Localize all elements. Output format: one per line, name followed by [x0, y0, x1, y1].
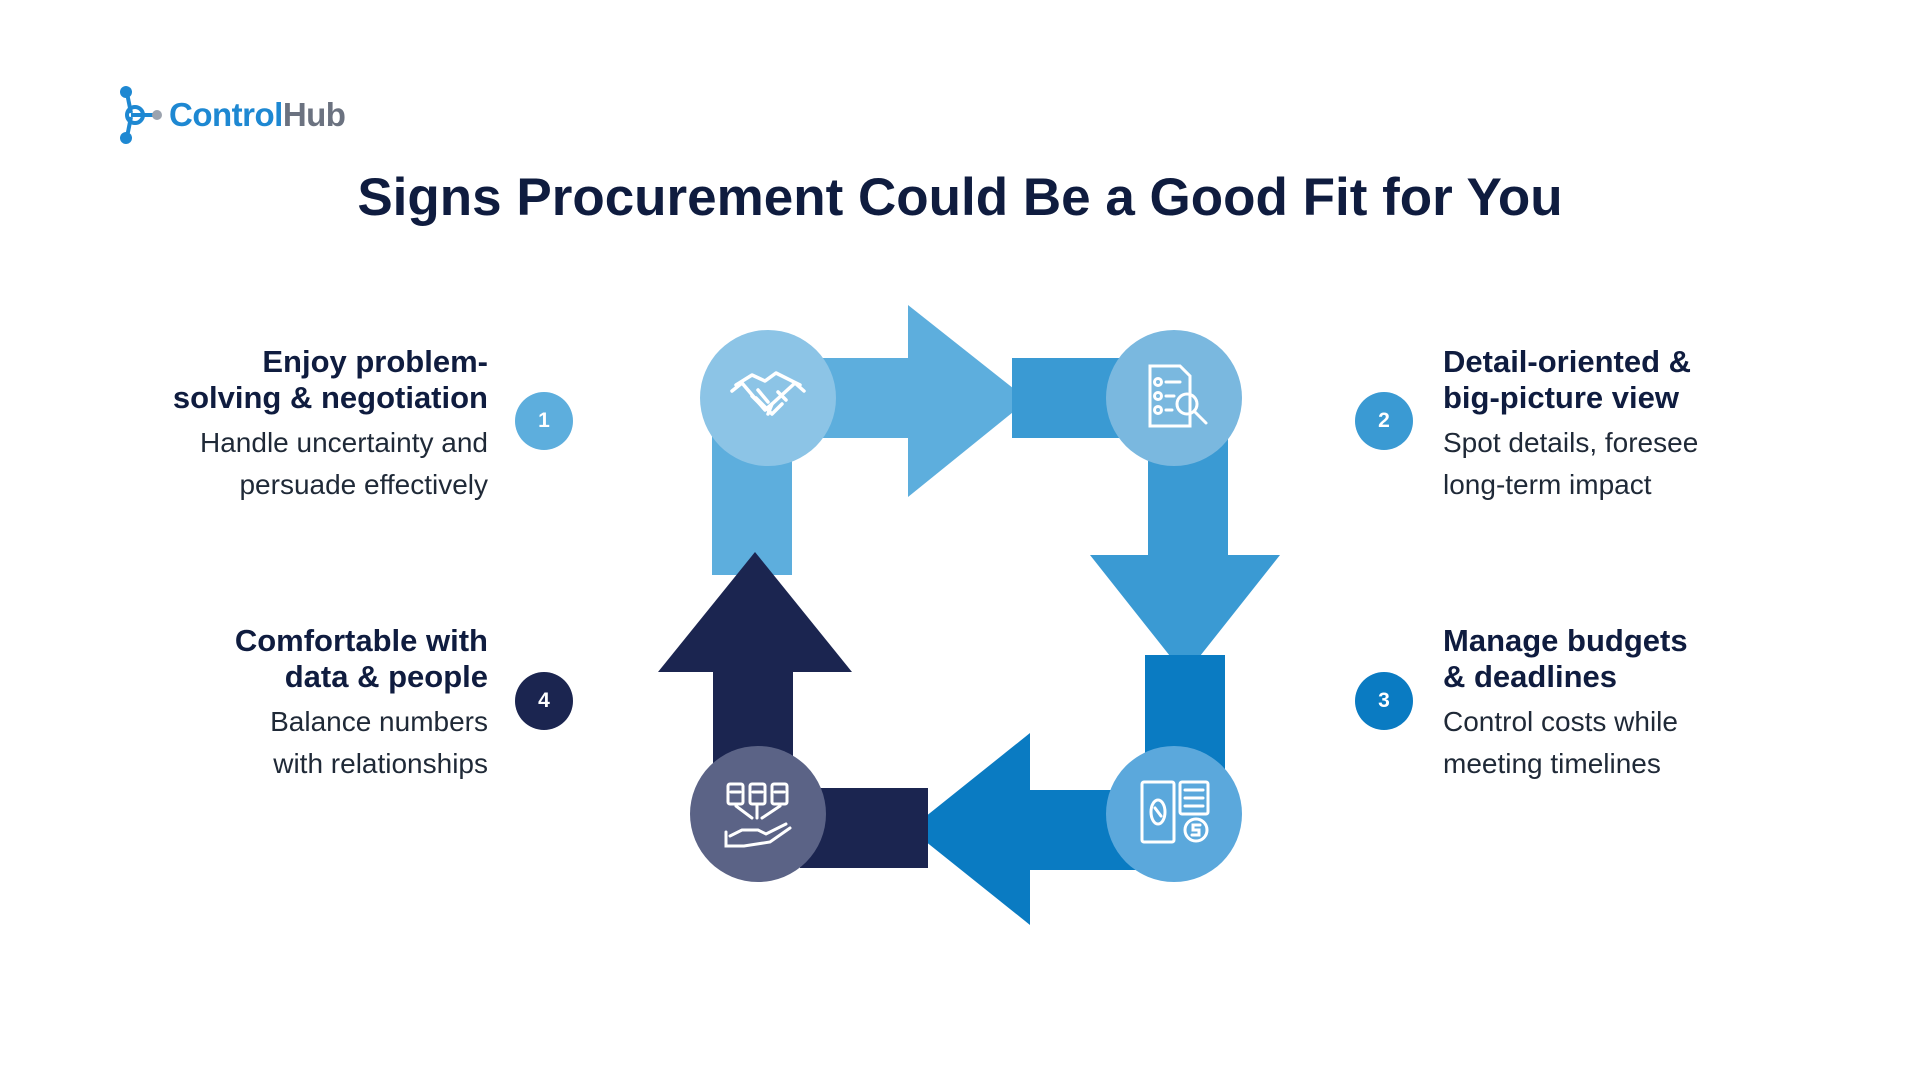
step-1-heading: Enjoy problem-solving & negotiation	[158, 344, 488, 416]
step-3-badge: 3	[1355, 672, 1413, 730]
step-1-badge: 1	[515, 392, 573, 450]
step-1-heading-line1: Enjoy problem-	[262, 344, 488, 379]
step-3-heading-line1: Manage budgets	[1443, 623, 1688, 658]
step-3-description: Control costs while meeting timelines	[1443, 701, 1773, 785]
step-4-heading-line1: Comfortable with	[234, 623, 488, 658]
step-1-heading-line2: solving & negotiation	[172, 380, 488, 415]
step-3-text: Manage budgets& deadlines Control costs …	[1443, 623, 1773, 785]
step-2-heading-line2: big-picture view	[1443, 380, 1679, 415]
step-1-desc-line2: persuade effectively	[239, 469, 488, 500]
step-2-heading: Detail-oriented &big-picture view	[1443, 344, 1773, 416]
documents-hand-icon	[724, 782, 792, 848]
step-2-desc-line1: Spot details, foresee	[1443, 427, 1699, 458]
step-2-description: Spot details, foresee long-term impact	[1443, 422, 1773, 506]
cycle-node-3	[1106, 746, 1242, 882]
molecule-logo-icon	[120, 86, 162, 144]
checklist-magnifier-icon	[1148, 364, 1208, 428]
step-3-desc-line2: meeting timelines	[1443, 748, 1661, 779]
step-2-text: Detail-oriented &big-picture view Spot d…	[1443, 344, 1773, 506]
page-title: Signs Procurement Could Be a Good Fit fo…	[357, 168, 1563, 227]
step-1-description: Handle uncertainty and persuade effective…	[158, 422, 488, 506]
logo-wordmark: ControlHub	[169, 96, 346, 134]
step-4-desc-line2: with relationships	[273, 748, 488, 779]
step-2-badge: 2	[1355, 392, 1413, 450]
handshake-icon	[730, 371, 806, 416]
logo-text-hub: Hub	[282, 96, 346, 133]
controlhub-logo: ControlHub	[115, 85, 346, 145]
step-4-badge: 4	[515, 672, 573, 730]
cycle-node-4	[690, 746, 826, 882]
step-4-desc-line1: Balance numbers	[270, 706, 488, 737]
cycle-node-2	[1106, 330, 1242, 466]
step-2-desc-line2: long-term impact	[1443, 469, 1652, 500]
step-3-heading: Manage budgets& deadlines	[1443, 623, 1773, 695]
cycle-node-1	[700, 330, 836, 466]
step-2-heading-line1: Detail-oriented &	[1443, 344, 1692, 379]
step-3-heading-line2: & deadlines	[1443, 659, 1617, 694]
logo-text-control: Control	[169, 96, 283, 133]
step-4-description: Balance numbers with relationships	[158, 701, 488, 785]
step-4-heading-line2: data & people	[284, 659, 488, 694]
money-calculator-icon	[1140, 780, 1210, 844]
step-3-desc-line1: Control costs while	[1443, 706, 1678, 737]
step-1-text: Enjoy problem-solving & negotiation Hand…	[158, 344, 488, 506]
step-1-desc-line1: Handle uncertainty and	[200, 427, 488, 458]
